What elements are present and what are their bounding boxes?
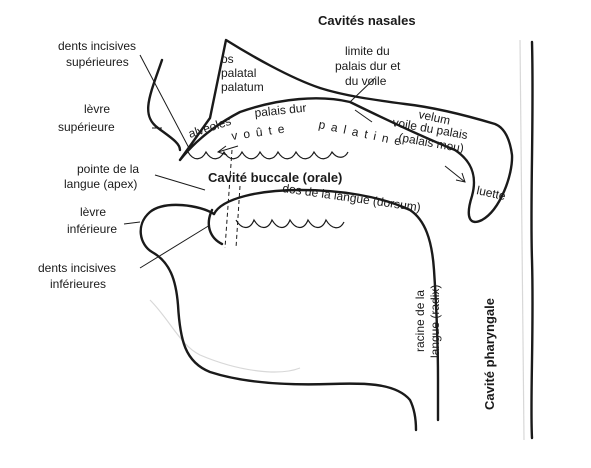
- label-dents-inf: dents incisives: [38, 261, 116, 275]
- label-dos: dos de la langue (dorsum): [282, 181, 422, 214]
- vault-arrowhead: [455, 172, 466, 183]
- label-os: palatal: [221, 66, 256, 80]
- label-palais-dur: palais dur: [254, 101, 307, 120]
- label-limite: limite du: [345, 44, 390, 58]
- label-limite: palais dur et: [335, 59, 401, 73]
- lower-incisor: [207, 208, 224, 246]
- vault-arrow: [217, 145, 239, 153]
- label-pointe: langue (apex): [64, 177, 137, 191]
- label-levre-inf: lèvre: [80, 205, 106, 219]
- label-luette: luette: [475, 183, 507, 203]
- background-smudge: [149, 299, 301, 373]
- background-smudge: [519, 39, 525, 441]
- pointer-levre-inf: [123, 221, 141, 225]
- pointer-pointe: [154, 174, 206, 191]
- upper-lip-outline: [146, 58, 182, 152]
- pointer-dents-inf: [139, 224, 211, 269]
- lower-lip-chin-outline: [139, 203, 418, 432]
- label-voute: voûte: [230, 121, 291, 143]
- label-racine: racine de la: [413, 290, 427, 352]
- label-os: palatum: [221, 80, 264, 94]
- palate-boundary-line: [349, 77, 376, 103]
- label-dents-inf: inférieures: [50, 277, 106, 291]
- label-dents-sup: dents incisives: [58, 39, 136, 53]
- label-levre-inf: inférieure: [67, 222, 117, 236]
- label-levre-sup: lèvre: [84, 102, 110, 116]
- pharyngeal-cavity-title: Cavité pharyngale: [482, 298, 497, 410]
- tongue-outline: [212, 188, 440, 422]
- label-pointe: pointe de la: [77, 162, 139, 176]
- label-velum: velum: [417, 107, 451, 127]
- label-levre-sup: supérieure: [58, 120, 115, 134]
- pointer-dashed: [235, 185, 241, 249]
- upper-teeth: [187, 150, 349, 160]
- palate-outline: [178, 38, 514, 224]
- label-racine: langue (radix): [428, 285, 442, 358]
- lower-teeth: [235, 218, 345, 229]
- vault-arrowhead: [216, 145, 228, 156]
- label-limite: du voile: [345, 74, 387, 88]
- buccal-cavity-title: Cavité buccale (orale): [208, 170, 342, 185]
- vault-arrow: [444, 165, 466, 183]
- label-os: os: [221, 52, 234, 66]
- palate-boundary-line: [354, 109, 373, 123]
- pointer-dents-sup: [139, 54, 191, 151]
- nasal-cavity-title: Cavités nasales: [318, 13, 416, 28]
- label-dents-sup: supérieures: [66, 55, 129, 69]
- pharyngeal-wall: [530, 40, 534, 440]
- pointer-dashed: [224, 149, 233, 249]
